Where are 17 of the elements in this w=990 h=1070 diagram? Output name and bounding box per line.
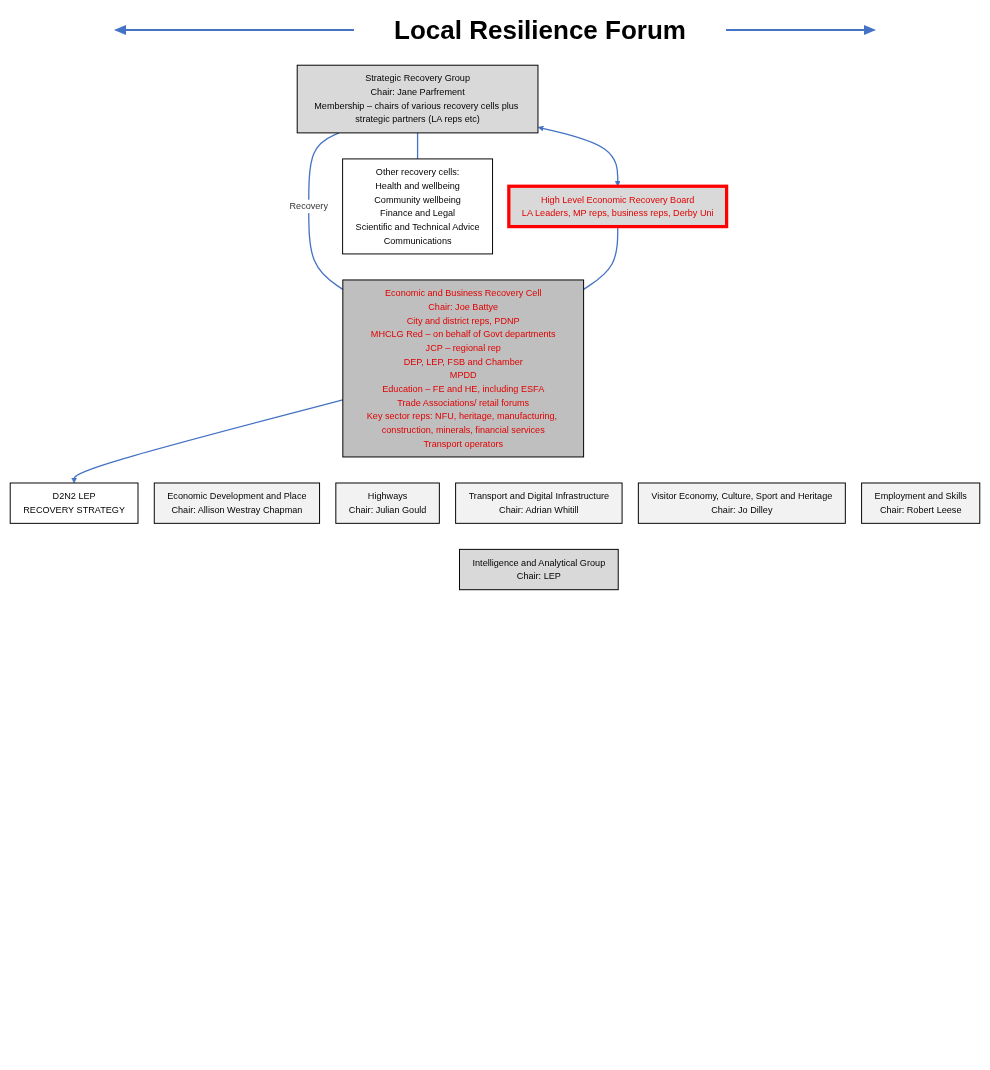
node-box: Transport and Digital Infrastructure Chair: Adrian Whitill (455, 482, 623, 524)
node-box: Intelligence and Analytical Group Chair: LEP (459, 548, 619, 591)
arrow (71, 399, 344, 484)
node-box: Economic Development and Place Chair: Allison Westray Chapman (153, 482, 321, 524)
node-box: D2N2 LEP RECOVERY STRATEGY (9, 482, 139, 524)
node-box: Visitor Economy, Culture, Sport and Heritage Chair: Jo Dilley (637, 482, 846, 524)
connector (416, 132, 419, 160)
node-box: Highways Chair: Julian Gould (335, 482, 440, 524)
node-box: Employment and Skills Chair: Robert Leese (861, 482, 981, 524)
node-box: Economic and Business Recovery Cell Chair: Joe Battye City and district reps, PDNP MHCLG Red – on behalf of Govt departments JCP – regional rep DEP, LEP, FSB and Chamber MPDD Education – FE and HE, including ESFA Trade Associations/ retail forums Key sector reps: NFU, heritage, manufacturing, construction, minerals, financial services Transport operators (342, 279, 585, 458)
node-box: Other recovery cells: Health and wellbeing Community wellbeing Finance and Legal Scientific and Technical Advice Communications (342, 158, 494, 255)
connector (308, 132, 344, 290)
node-box: Strategic Recovery Group Chair: Jane Parfrement Membership – chairs of various recovery cells plus strategic partners (LA reps etc) (296, 64, 539, 134)
arrow (537, 125, 621, 187)
node-box: High Level Economic Recovery Board LA Leaders, MP reps, business reps, Derby Uni (507, 184, 729, 229)
edge-label: Recovery (289, 200, 328, 212)
diagram-title: Local Resilience Forum (394, 14, 686, 46)
